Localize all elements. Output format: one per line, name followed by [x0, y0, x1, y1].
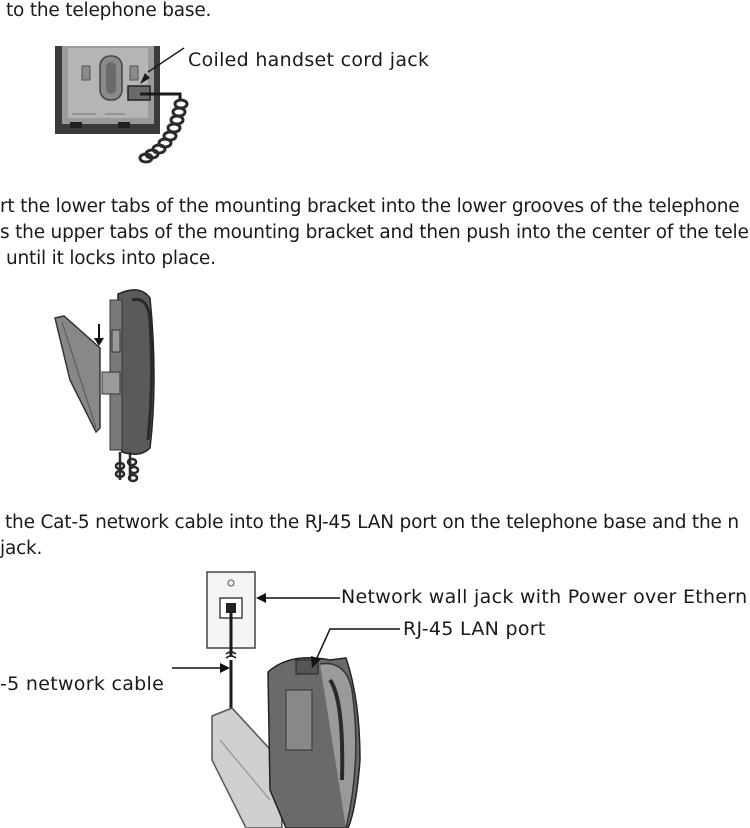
bracket-instruction-line-2: s the upper tabs of the mounting bracket…	[0, 222, 750, 243]
callout-cord-jack: Coiled handset cord jack	[188, 49, 430, 71]
callout-lan-port: RJ-45 LAN port	[403, 618, 546, 640]
network-instruction-line-2: jack.	[0, 538, 43, 559]
callout-wall-jack: Network wall jack with Power over Ethern	[341, 586, 748, 608]
bracket-instruction-line-3: until it locks into place.	[6, 248, 216, 269]
bracket-instruction-line-1: rt the lower tabs of the mounting bracke…	[0, 196, 740, 217]
coiled-cord	[138, 98, 189, 164]
step-text-top: to the telephone base.	[6, 0, 212, 21]
network-instruction-line-1: the Cat-5 network cable into the RJ-45 L…	[5, 512, 739, 533]
callout-network-cable: -5 network cable	[0, 673, 165, 695]
